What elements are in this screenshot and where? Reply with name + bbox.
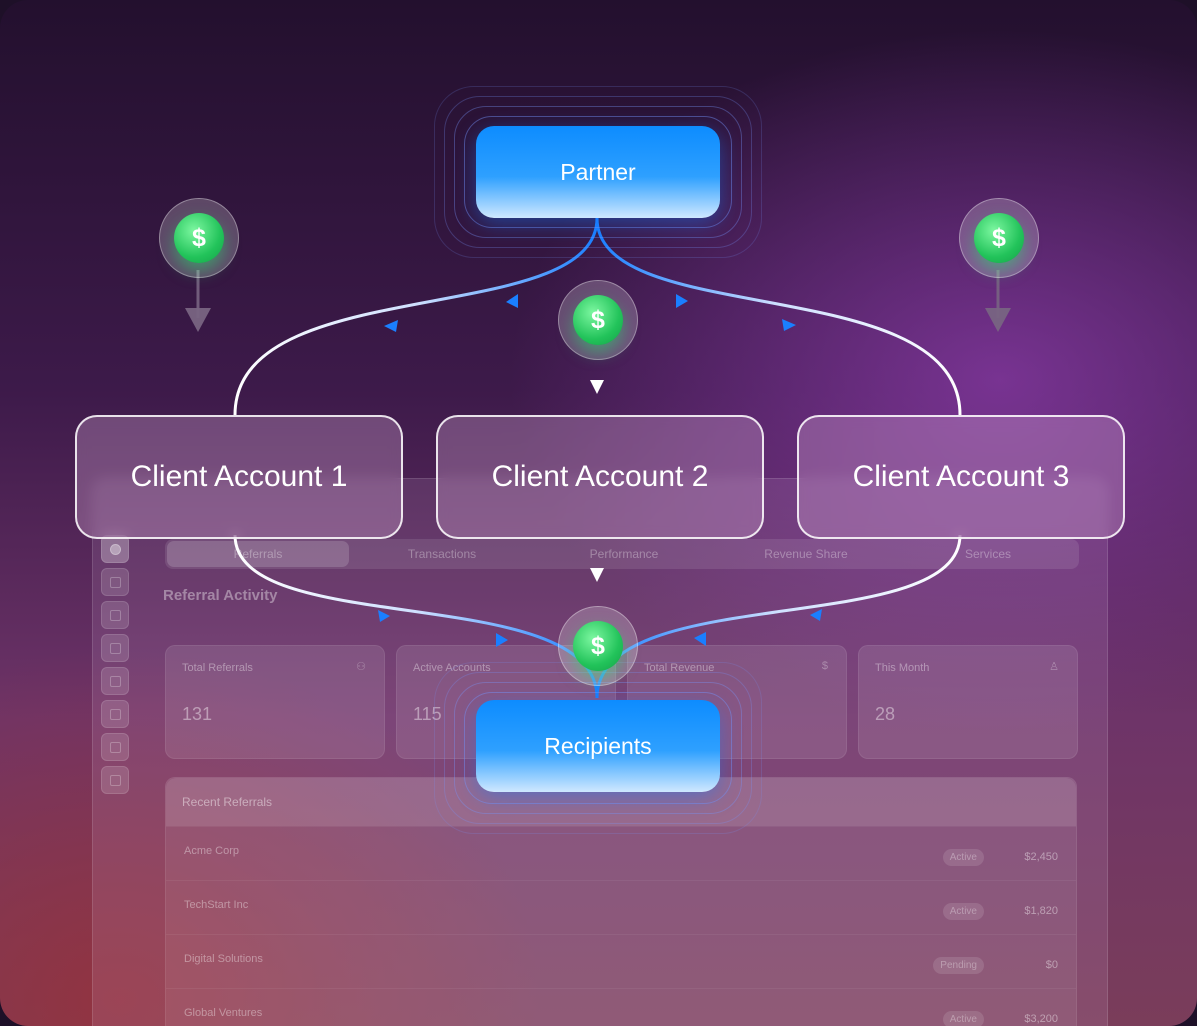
arrow-marker <box>506 294 518 308</box>
partner-label: Partner <box>560 158 636 185</box>
tab-performance[interactable]: Performance <box>589 547 659 561</box>
status-badge: Active <box>942 849 984 866</box>
halo-ring <box>434 86 762 258</box>
row-amount: $1,820 <box>1024 905 1058 917</box>
nav-icon[interactable] <box>101 568 129 596</box>
client-account-1-node: Client Account 1 <box>75 415 403 539</box>
nav-icon[interactable] <box>101 601 129 629</box>
tab-transactions[interactable]: Transactions <box>407 547 477 561</box>
table-row[interactable]: TechStart Inc Active $1,820 <box>166 880 1076 934</box>
dollar-coin-icon: $ <box>159 198 239 278</box>
row-name: Global Ventures <box>184 1007 263 1019</box>
arrow-marker <box>384 320 398 332</box>
recent-referrals-panel: Recent Referrals Acme Corp Active $2,450… <box>165 777 1077 1026</box>
arrow-marker <box>590 380 604 394</box>
flow-line-partner-client1 <box>233 217 599 416</box>
dollar-coin-icon: $ <box>558 606 638 686</box>
halo-ring <box>464 692 732 804</box>
halo-ring <box>454 106 742 238</box>
status-badge: Active <box>942 903 984 920</box>
side-rail <box>101 535 129 1015</box>
users-icon: ⚇ <box>356 661 366 673</box>
nav-icon[interactable] <box>101 634 129 662</box>
arrow-marker <box>782 319 796 331</box>
client-label: Client Account 2 <box>491 460 709 493</box>
status-badge: Pending <box>933 957 984 974</box>
row-amount: $0 <box>1045 959 1058 971</box>
dollar-icon: $ <box>821 660 828 672</box>
table-row[interactable]: Acme Corp Active $2,450 <box>166 826 1076 880</box>
flag-icon[interactable] <box>101 766 129 794</box>
stat-value: 115 <box>413 704 442 724</box>
dollar-coin-icon: $ <box>959 198 1039 278</box>
table-row[interactable]: Digital Solutions Pending $0 <box>166 934 1076 988</box>
arrow-marker <box>590 568 604 582</box>
row-amount: $2,450 <box>1024 851 1058 863</box>
coin-symbol: $ <box>974 213 1024 263</box>
row-name: Acme Corp <box>184 845 240 857</box>
nav-icon[interactable] <box>101 733 129 761</box>
coin-symbol: $ <box>573 621 623 671</box>
row-amount: $3,200 <box>1024 1013 1058 1025</box>
stat-value: 28 <box>875 704 896 724</box>
recipients-label: Recipients <box>544 732 652 759</box>
tab-revenue-share[interactable]: Revenue Share <box>764 547 848 561</box>
arrow-marker <box>185 308 211 332</box>
halo-ring <box>464 116 732 228</box>
home-icon[interactable] <box>101 535 129 563</box>
section-title: Referral Activity <box>163 587 278 604</box>
client-account-2-node: Client Account 2 <box>436 415 764 539</box>
arrow-marker <box>676 294 688 308</box>
status-badge: Active <box>942 1011 984 1026</box>
recipients-node: Recipients <box>476 700 720 792</box>
arrow-marker <box>810 609 822 621</box>
row-name: Digital Solutions <box>184 953 263 965</box>
tab-bar: Referrals Transactions Performance Reven… <box>165 539 1079 569</box>
stat-card-total-referrals: Total Referrals ⚇ 131 <box>165 645 385 759</box>
partner-node: Partner <box>476 126 720 218</box>
nav-icon[interactable] <box>101 667 129 695</box>
stat-label: Total Revenue <box>644 662 715 674</box>
row-name: TechStart Inc <box>184 899 249 911</box>
coin-symbol: $ <box>573 295 623 345</box>
user-icon: ♙ <box>1049 661 1059 673</box>
client-account-3-node: Client Account 3 <box>797 415 1125 539</box>
arrow-marker <box>496 633 508 647</box>
tab-services[interactable]: Services <box>964 547 1011 561</box>
stat-label: This Month <box>875 662 930 674</box>
stat-value: 131 <box>182 704 213 724</box>
tab-referrals[interactable]: Referrals <box>167 541 349 567</box>
flow-line-partner-client3 <box>595 217 962 416</box>
halo-ring <box>444 96 752 248</box>
dollar-coin-icon: $ <box>558 280 638 360</box>
nav-icon[interactable] <box>101 700 129 728</box>
stat-label: Total Referrals <box>182 662 253 674</box>
client-label: Client Account 3 <box>852 460 1070 493</box>
coin-symbol: $ <box>174 213 224 263</box>
table-row[interactable]: Global Ventures Active $3,200 <box>166 988 1076 1026</box>
arrow-marker <box>694 632 706 646</box>
arrow-marker <box>378 610 390 622</box>
arrow-marker <box>985 308 1011 332</box>
stat-card-this-month: This Month ♙ 28 <box>858 645 1078 759</box>
client-label: Client Account 1 <box>130 460 348 493</box>
